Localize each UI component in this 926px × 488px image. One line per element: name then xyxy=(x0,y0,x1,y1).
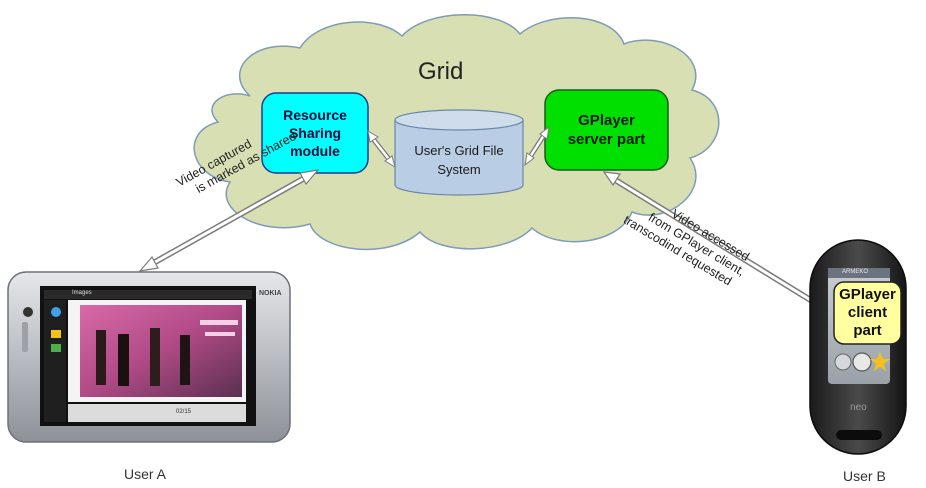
cloud-label: Grid xyxy=(418,58,464,85)
user-a-label: User A xyxy=(124,466,167,482)
phone-header-label: ARMEKO xyxy=(842,269,869,275)
gplayer-client-box xyxy=(833,281,902,345)
tablet-device-image xyxy=(7,271,291,443)
tablet-tab-title: Images xyxy=(72,290,92,296)
arrow-user-a-to-resource xyxy=(138,169,320,272)
grid-file-system-label: User's Grid File System xyxy=(414,143,504,177)
grid-file-system-cylinder xyxy=(394,109,524,196)
gplayer-client-label: GPlayer client part xyxy=(839,286,896,339)
connector-resource-to-fs xyxy=(367,130,396,169)
resource-sharing-module-label: Resource Sharing module xyxy=(283,107,347,159)
user-b-label: User B xyxy=(843,468,886,484)
phone-brand-label: neo xyxy=(850,402,867,413)
tablet-page-counter: 02/15 xyxy=(176,409,192,415)
connector-fs-to-gplayer xyxy=(524,125,550,167)
tablet-brand-label: NOKIA xyxy=(259,290,282,297)
gplayer-server-label: GPlayer server part xyxy=(567,112,646,148)
